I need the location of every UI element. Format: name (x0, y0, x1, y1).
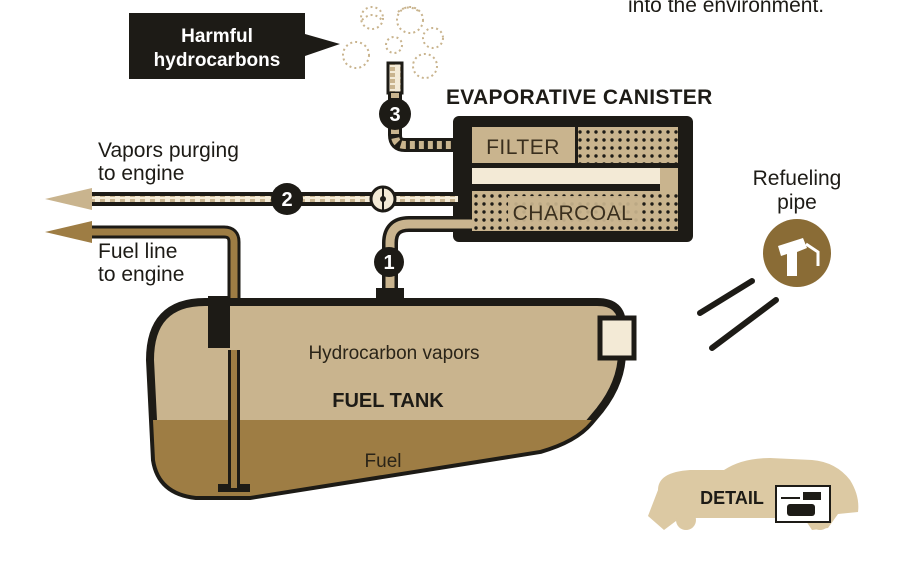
fuel-line-label-2: to engine (98, 263, 184, 286)
fuel-line (45, 221, 241, 490)
step-badge-3: 3 (379, 98, 411, 130)
callout-line2: hydrocarbons (154, 50, 281, 71)
clipped-note: into the environment. (628, 0, 824, 17)
evaporative-canister: FILTER CHARCOAL (453, 116, 693, 242)
step-3-label: 3 (389, 104, 400, 126)
refuel-label-1: Refueling (753, 167, 842, 190)
step-2-label: 2 (281, 189, 292, 211)
vapors-label-1: Vapors purging (98, 139, 239, 162)
tank-title: FUEL TANK (332, 390, 444, 412)
car-silhouette-icon: DETAIL (648, 458, 859, 530)
step-badge-2: 2 (271, 183, 303, 215)
charcoal-label: CHARCOAL (513, 202, 634, 225)
step-badge-1: 1 (374, 247, 404, 277)
hydrocarbons-callout: Harmful hydrocarbons (129, 13, 340, 79)
fuel-line-label-1: Fuel line (98, 240, 177, 263)
detail-label: DETAIL (700, 488, 764, 508)
vapors-text: Hydrocarbon vapors (308, 343, 479, 364)
canister-title: EVAPORATIVE CANISTER (446, 86, 713, 109)
vapors-label-2: to engine (98, 162, 184, 185)
purge-valve (369, 185, 397, 213)
filter-label: FILTER (486, 136, 560, 159)
fuel-text: Fuel (365, 451, 402, 472)
step-1-label: 1 (383, 252, 394, 274)
refuel-label-2: pipe (777, 191, 817, 214)
refuel-pipe (697, 278, 779, 351)
vapor-plume (342, 6, 444, 79)
callout-line1: Harmful (181, 26, 253, 47)
fuel-nozzle-icon (763, 219, 831, 287)
vapor-purge-line (45, 188, 460, 210)
